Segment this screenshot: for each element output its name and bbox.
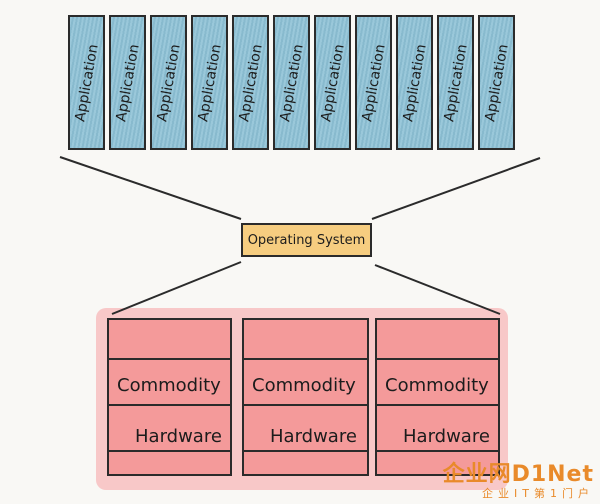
hardware-box: Commodity Hardware (375, 318, 500, 476)
hardware-divider (244, 404, 367, 406)
hardware-label-hardware: Hardware (403, 426, 490, 447)
hardware-label-commodity: Commodity (252, 375, 356, 396)
hardware-label-hardware: Hardware (270, 426, 357, 447)
connector-app-left (59, 156, 242, 220)
connector-app-right (371, 157, 541, 220)
hardware-label-commodity: Commodity (117, 375, 221, 396)
watermark-subtitle: 企业IT第1门户 (482, 487, 594, 500)
application-box: Application (191, 15, 228, 150)
operating-system-box: Operating System (241, 223, 372, 257)
hardware-box: Commodity Hardware (107, 318, 232, 476)
connector-hw-right (374, 264, 501, 315)
application-box: Application (68, 15, 105, 150)
application-box: Application (355, 15, 392, 150)
hardware-divider (377, 358, 498, 360)
application-box: Application (232, 15, 269, 150)
connector-hw-left (111, 261, 242, 315)
application-box: Application (478, 15, 515, 150)
hardware-box: Commodity Hardware (242, 318, 369, 476)
application-box: Application (437, 15, 474, 150)
hardware-label-commodity: Commodity (385, 375, 489, 396)
watermark-title: 企业网D1Net (442, 462, 594, 487)
application-box: Application (396, 15, 433, 150)
operating-system-label: Operating System (247, 232, 366, 248)
application-box: Application (150, 15, 187, 150)
hardware-divider (244, 358, 367, 360)
hardware-label-hardware: Hardware (135, 426, 222, 447)
hardware-divider (109, 358, 230, 360)
hardware-divider (109, 450, 230, 452)
hardware-divider (244, 450, 367, 452)
application-box: Application (109, 15, 146, 150)
hardware-divider (109, 404, 230, 406)
application-box: Application (314, 15, 351, 150)
hardware-divider (377, 450, 498, 452)
application-box: Application (273, 15, 310, 150)
watermark: 企业网D1Net 企业IT第1门户 (442, 462, 594, 501)
hardware-divider (377, 404, 498, 406)
